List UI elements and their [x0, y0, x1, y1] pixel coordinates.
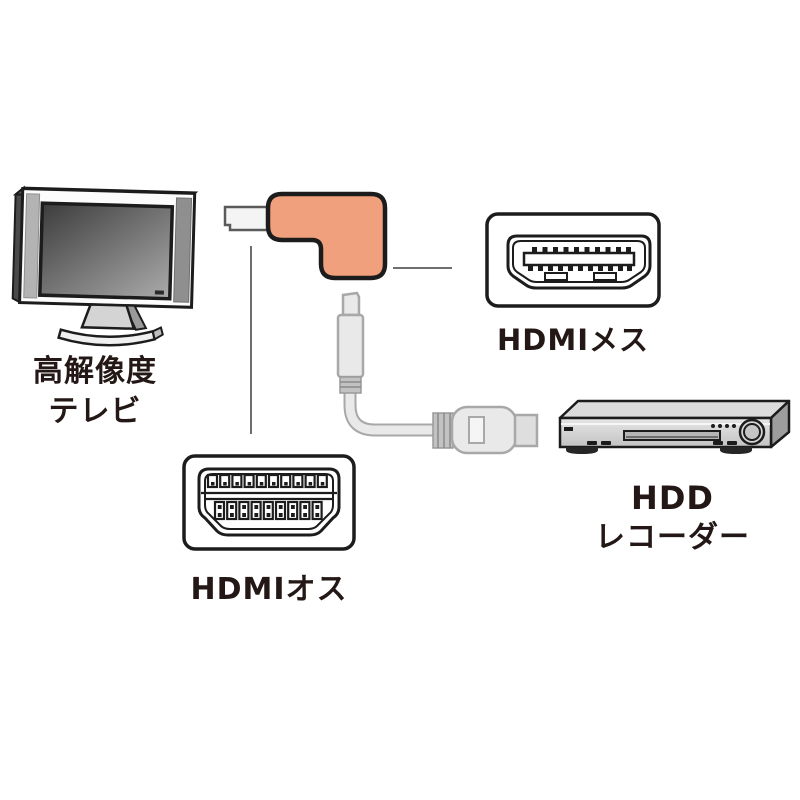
tv-stand-base — [57, 328, 157, 347]
tv-screen — [37, 201, 175, 301]
cable-plug-up-ribs — [340, 381, 361, 388]
recorder-label-line1: HDD — [631, 479, 714, 517]
hdmi-female-label: HDMIメス — [497, 323, 649, 357]
cable-plug-right-shell — [513, 413, 539, 448]
recorder-button-dots — [711, 424, 736, 428]
hdmi-adapter-illustration — [223, 191, 388, 281]
cable-plug-right-window — [468, 416, 485, 444]
tv-illustration — [11, 185, 199, 347]
female-pin-teeth-top — [532, 247, 631, 253]
tv-label-line1: 高解像度 — [33, 354, 157, 389]
recorder-disc-tray — [623, 430, 721, 441]
cable-plug-up-collar — [339, 376, 362, 394]
female-pin-bar — [522, 251, 636, 267]
cable-plug-right-ribs — [437, 413, 451, 448]
cable-plug-right — [432, 405, 539, 455]
tv-stand-base-side — [151, 326, 164, 341]
adapter-hdmi-plug — [223, 205, 272, 232]
tv-speaker-left — [23, 193, 41, 299]
cable-cord — [345, 383, 441, 435]
hdmi-male-label: HDMIオス — [190, 572, 348, 607]
female-bottom-tab-left — [544, 272, 568, 281]
recorder-label: HDD レコーダー — [550, 478, 795, 558]
callout-line-male — [250, 246, 252, 434]
recorder-top-face — [558, 399, 791, 420]
male-ledge-lines — [201, 491, 337, 501]
hdd-recorder-illustration — [558, 399, 791, 454]
female-pin-teeth-bottom — [528, 265, 632, 271]
tv-stand-neck — [80, 303, 136, 331]
cable-plug-up-tip — [341, 291, 361, 317]
recorder-power-button — [564, 427, 573, 431]
recorder-label-line2: レコーダー — [595, 520, 750, 555]
recorder-front-buttons — [587, 441, 737, 445]
recorder-knob-inner — [743, 423, 761, 441]
adapter-body — [265, 191, 388, 281]
female-bottom-tab-right — [593, 272, 617, 281]
recorder-feet — [566, 447, 752, 454]
hdmi-male-plug-illustration — [182, 454, 356, 551]
male-pins-bottom — [213, 500, 323, 521]
tv-label-line2: テレビ — [48, 394, 142, 429]
hdmi-cable-illustration — [336, 291, 539, 455]
cable-plug-up — [336, 291, 365, 394]
tv-indicator — [154, 290, 164, 295]
cable-plug-up-boot — [336, 313, 365, 379]
tv-speaker-right — [173, 197, 193, 303]
hdmi-female-port-illustration — [485, 212, 661, 308]
callout-line-female — [393, 267, 452, 269]
male-shell-inner — [204, 473, 334, 530]
tv-label: 高解像度 テレビ — [0, 352, 190, 432]
